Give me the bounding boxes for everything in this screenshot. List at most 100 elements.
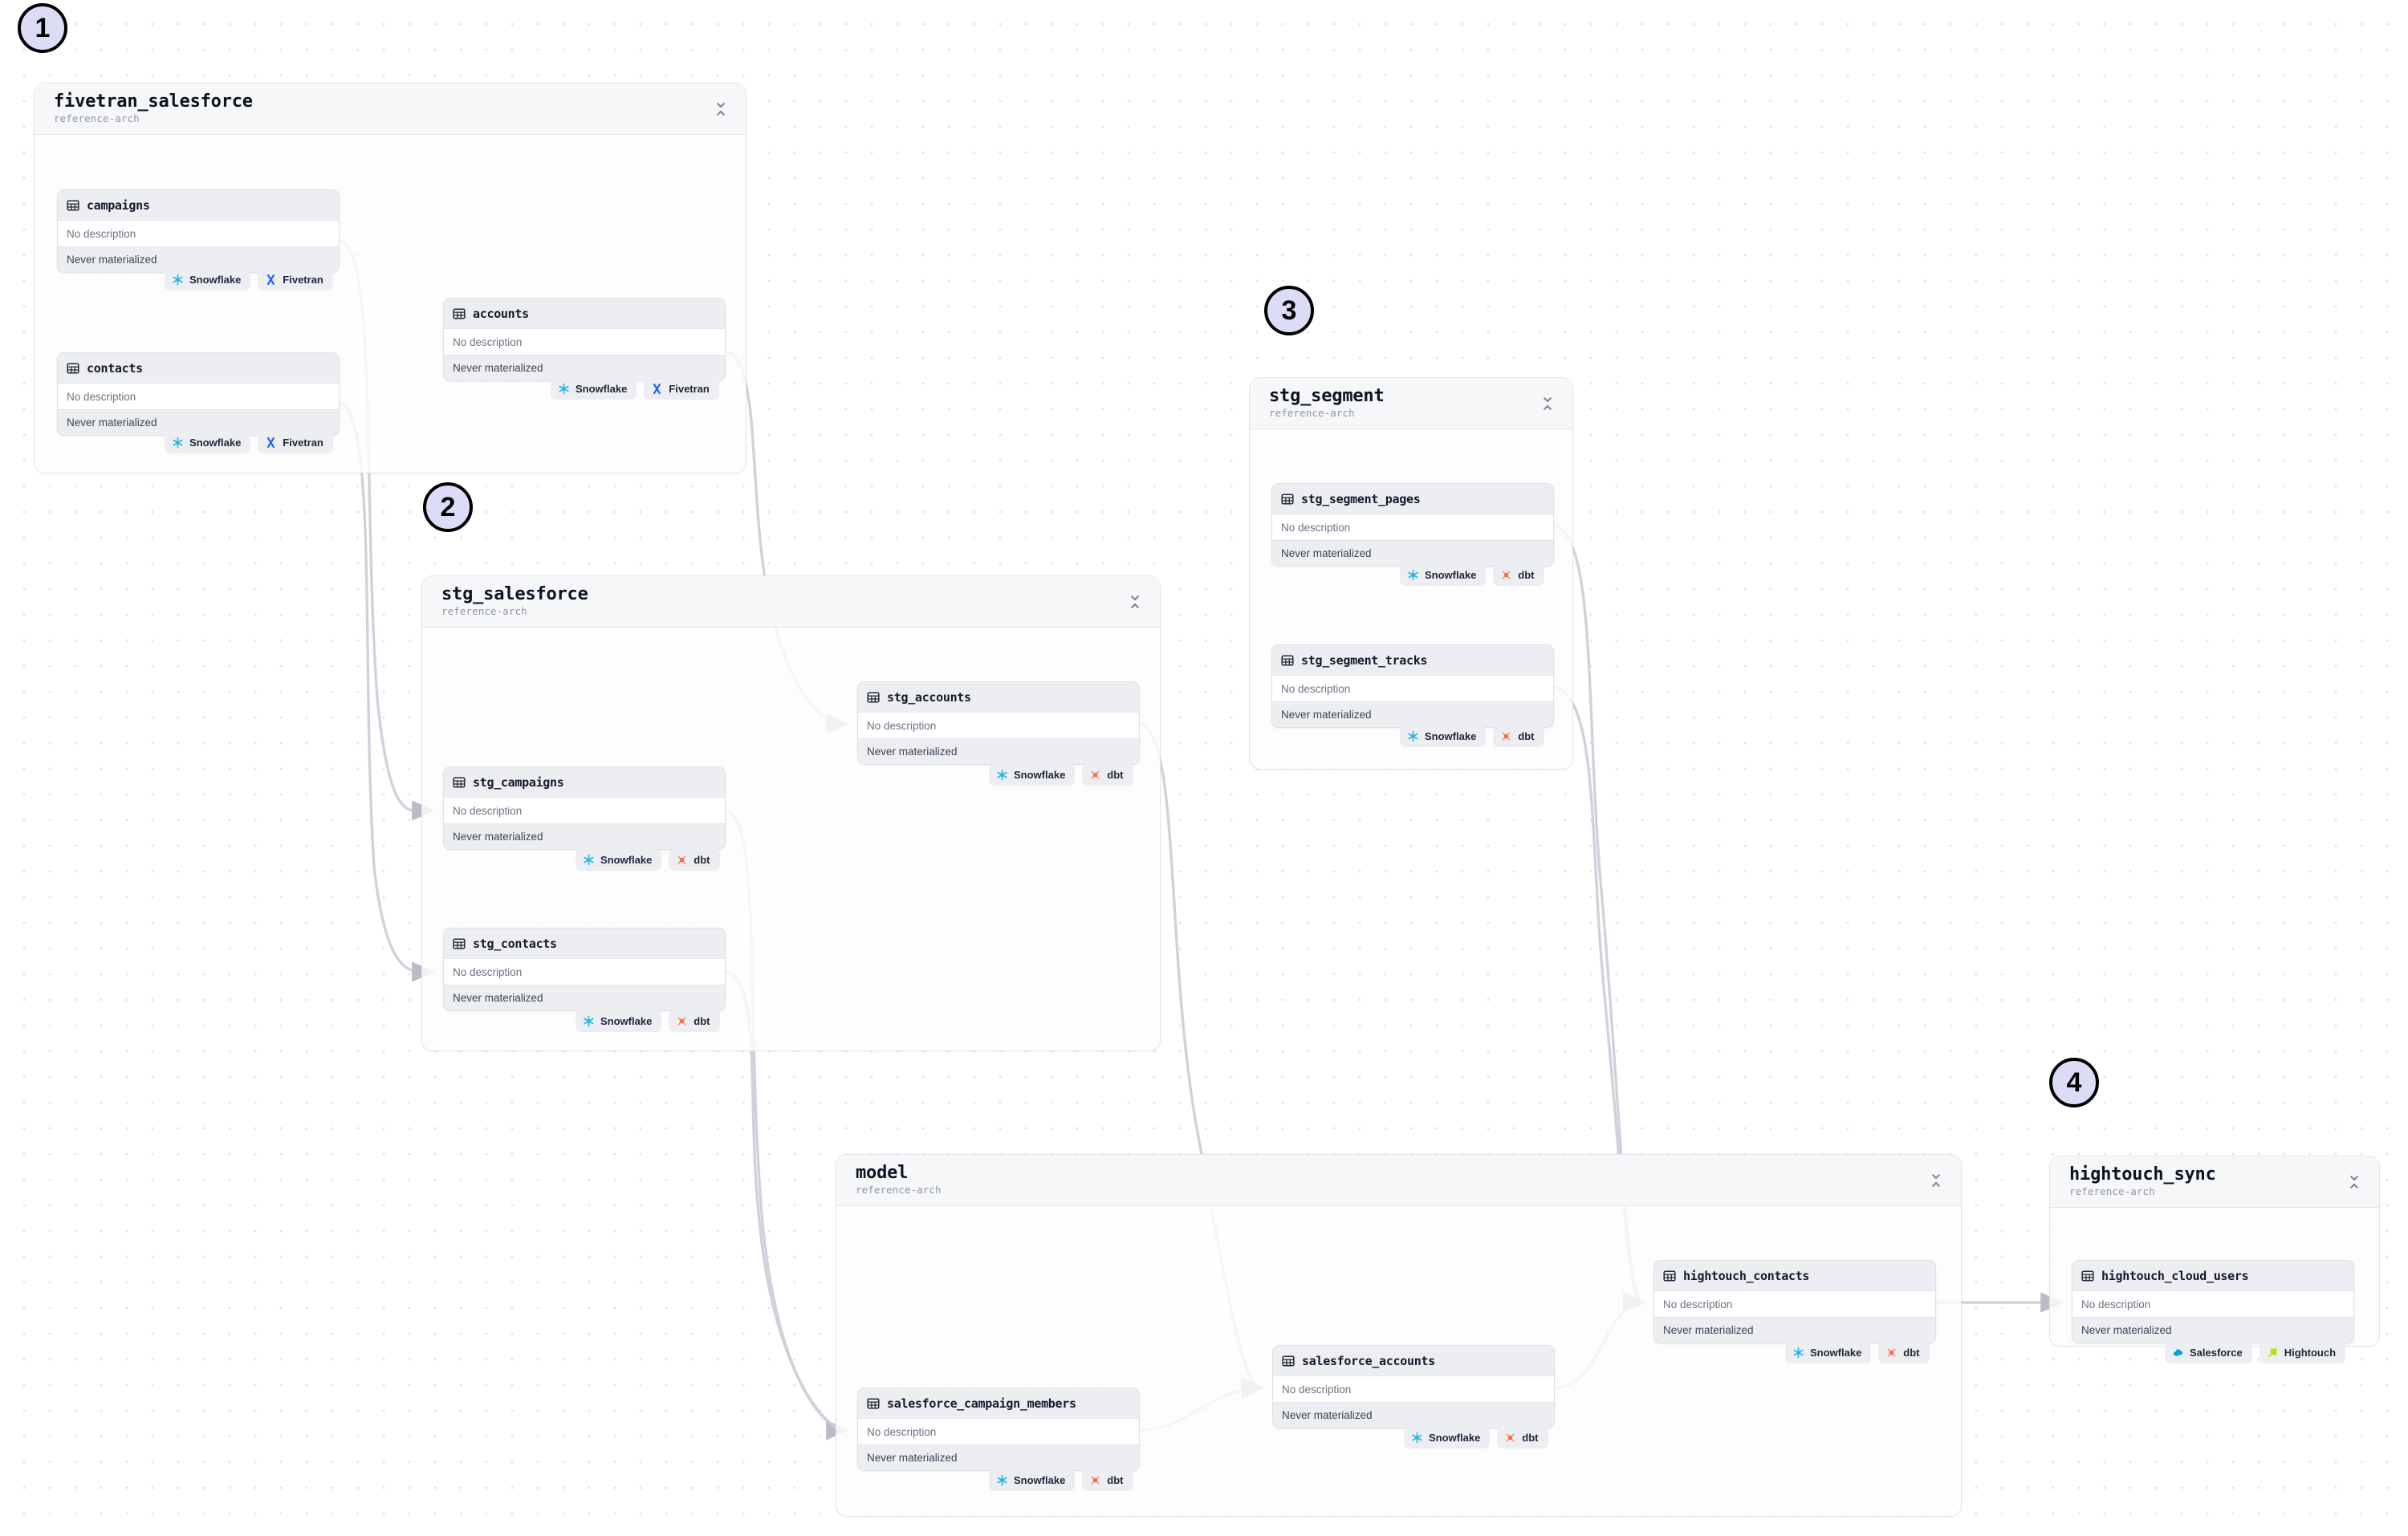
badge-row-stg_segment_pages: Snowflake dbt (1400, 564, 1544, 586)
collapse-vertical-icon[interactable] (1128, 594, 1142, 610)
badge-snowflake[interactable]: Snowflake (989, 1469, 1076, 1491)
badge-salesforce[interactable]: Salesforce (2165, 1342, 2252, 1363)
badge-snowflake[interactable]: Snowflake (576, 1010, 662, 1032)
table-icon (1282, 1355, 1295, 1367)
node-description: No description (858, 712, 1139, 738)
group-title: stg_salesforce (441, 584, 588, 605)
collapse-vertical-icon[interactable] (714, 101, 728, 117)
node-name: salesforce_accounts (1302, 1353, 1435, 1368)
badge-snowflake[interactable]: Snowflake (1785, 1342, 1872, 1363)
badge-dbt[interactable]: dbt (669, 1010, 720, 1032)
badge-row-hightouch_cloud_users: Salesforce Hightouch (2165, 1342, 2346, 1363)
group-title: model (856, 1163, 909, 1184)
badge-fivetran[interactable]: Fivetran (258, 269, 333, 291)
collapse-vertical-icon[interactable] (2347, 1174, 2361, 1190)
badge-hightouch[interactable]: Hightouch (2259, 1342, 2346, 1363)
badge-snowflake[interactable]: Snowflake (576, 849, 662, 871)
badge-snowflake[interactable]: Snowflake (551, 378, 637, 400)
badge-snowflake[interactable]: Snowflake (1404, 1427, 1491, 1449)
badge-label: Snowflake (189, 274, 242, 286)
node-header: hightouch_contacts (1654, 1261, 1935, 1290)
dbt-icon (1089, 769, 1101, 781)
group-title: stg_segment (1269, 386, 1385, 407)
badge-dbt[interactable]: dbt (1878, 1342, 1930, 1363)
badge-dbt[interactable]: dbt (1493, 564, 1544, 586)
node-header: stg_contacts (444, 929, 725, 958)
table-icon (453, 776, 466, 789)
badge-row-hightouch_contacts: Snowflake dbt (1785, 1342, 1930, 1363)
step-marker-1: 1 (18, 3, 67, 53)
hightouch-icon (2267, 1347, 2279, 1359)
group-subtitle: reference-arch (856, 1184, 942, 1197)
node-description: No description (2072, 1290, 2353, 1317)
snowflake-icon (172, 274, 184, 286)
badge-fivetran[interactable]: Fivetran (644, 378, 719, 400)
node-materialization: Never materialized (58, 409, 339, 435)
badge-dbt[interactable]: dbt (1082, 1469, 1133, 1491)
node-header: stg_campaigns (444, 767, 725, 797)
badge-dbt[interactable]: dbt (669, 849, 720, 871)
snowflake-icon (996, 769, 1008, 781)
fivetran-icon (265, 437, 277, 449)
badge-snowflake[interactable]: Snowflake (165, 432, 251, 453)
node-header: stg_accounts (858, 682, 1139, 712)
badge-label: Snowflake (1425, 730, 1477, 742)
node-header: salesforce_accounts (1273, 1346, 1554, 1375)
badge-snowflake[interactable]: Snowflake (1400, 564, 1487, 586)
dbt-icon (676, 854, 688, 866)
badge-fivetran[interactable]: Fivetran (258, 432, 333, 453)
dbt-icon (1885, 1347, 1898, 1359)
node-name: stg_segment_tracks (1301, 652, 1428, 668)
table-icon (2081, 1270, 2094, 1282)
node-materialization: Never materialized (2072, 1317, 2353, 1343)
group-subtitle: reference-arch (1269, 407, 1355, 420)
badge-label: dbt (1518, 730, 1535, 742)
badge-row-stg_campaigns: Snowflake dbt (576, 849, 720, 871)
snowflake-icon (1411, 1432, 1423, 1444)
snowflake-icon (1407, 730, 1419, 742)
collapse-vertical-icon[interactable] (1540, 396, 1555, 412)
group-title: fivetran_salesforce (54, 91, 253, 112)
node-header: campaigns (58, 190, 339, 220)
node-name: stg_accounts (887, 689, 971, 705)
snowflake-icon (583, 1015, 595, 1027)
node-materialization: Never materialized (858, 738, 1139, 764)
badge-dbt[interactable]: dbt (1082, 764, 1133, 786)
badge-snowflake[interactable]: Snowflake (165, 269, 251, 291)
dbt-icon (676, 1015, 688, 1027)
badge-dbt[interactable]: dbt (1493, 725, 1544, 747)
badge-dbt[interactable]: dbt (1497, 1427, 1548, 1449)
node-name: hightouch_contacts (1683, 1268, 1810, 1283)
node-materialization: Never materialized (1654, 1317, 1935, 1343)
snowflake-icon (172, 437, 184, 449)
fivetran-icon (651, 383, 663, 395)
node-name: stg_contacts (473, 936, 557, 951)
badge-label: dbt (1107, 1474, 1124, 1486)
node-name: stg_segment_pages (1301, 491, 1421, 506)
node-description: No description (58, 383, 339, 409)
group-subtitle: reference-arch (54, 112, 140, 125)
badge-snowflake[interactable]: Snowflake (1400, 725, 1487, 747)
collapse-vertical-icon[interactable] (1929, 1172, 1943, 1189)
badge-snowflake[interactable]: Snowflake (989, 764, 1076, 786)
badge-row-stg_segment_tracks: Snowflake dbt (1400, 725, 1544, 747)
